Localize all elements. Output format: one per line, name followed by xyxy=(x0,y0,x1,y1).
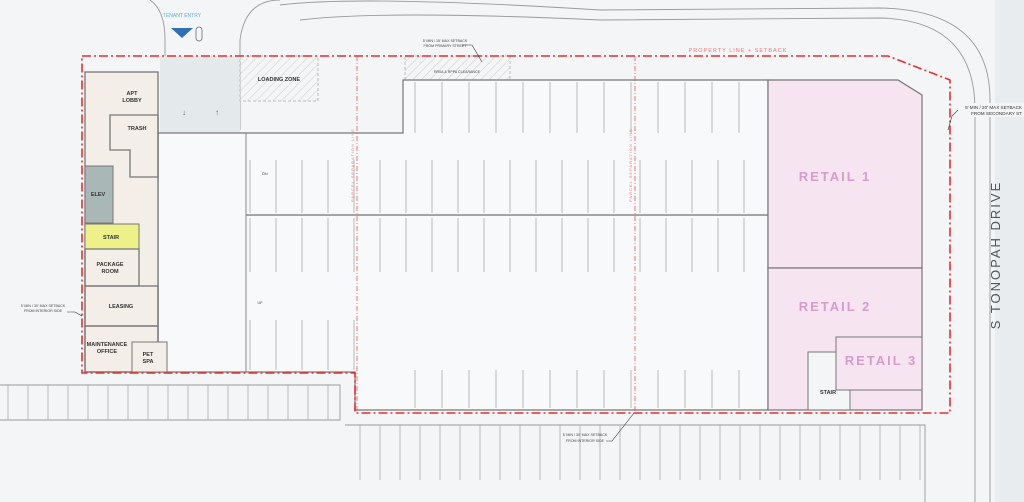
loading-zone xyxy=(239,55,319,102)
street-edge xyxy=(995,0,1024,502)
street-label: S TONOPAH DRIVE xyxy=(988,181,1003,329)
package-room-label-2: ROOM xyxy=(101,269,119,275)
parcel-line-label-2: PARCEL SEPARATION LINE xyxy=(628,128,633,202)
elev-label: ELEV xyxy=(91,192,106,198)
garage-stalls xyxy=(249,82,745,408)
apt-lobby-label-2: LOBBY xyxy=(122,98,142,104)
clearance-label: RR0A & RPPA CLEARANCE xyxy=(434,70,481,74)
tenant-entry-label: TENANT ENTRY xyxy=(163,13,202,19)
retail-3-label: RETAIL 3 xyxy=(845,353,918,368)
property-line xyxy=(81,55,951,414)
setback-interior-left-label-2: FROM INTERIOR SIDE xyxy=(24,309,63,313)
setback-interior-left-label: 5' MIN / 30' MAX SETBACK xyxy=(21,304,66,308)
retail-3 xyxy=(835,336,923,391)
ramp-up-label: UP xyxy=(258,301,264,305)
retail-2-label: RETAIL 2 xyxy=(799,299,872,314)
clearance-zone xyxy=(404,55,511,84)
tenant-entry-triangle-icon xyxy=(171,28,193,38)
setback-primary-label: 5' MIN / 15' MAX SETBACK xyxy=(423,39,468,43)
setback-secondary-label-bg xyxy=(955,103,1024,117)
leader-line xyxy=(947,109,959,131)
leader-line xyxy=(462,44,483,63)
setback-secondary-label-2: FROM SECONDARY ST xyxy=(971,111,1022,116)
bollard xyxy=(195,26,203,42)
retail-1-label: RETAIL 1 xyxy=(799,169,872,184)
roads xyxy=(0,0,991,502)
arrow-down-icon: ↓ xyxy=(182,108,186,117)
trash-label: TRASH xyxy=(128,126,147,132)
loading-zone-label: LOADING ZONE xyxy=(258,77,300,83)
apt-lobby-label: APT xyxy=(127,91,139,97)
outside-parking xyxy=(7,385,921,480)
stair xyxy=(84,223,140,250)
maintenance-office-label: MAINTENANCE xyxy=(87,342,128,348)
setback-interior-bottom-label-2: FROM INTERIOR SIDE xyxy=(566,439,605,443)
stair-label: STAIR xyxy=(103,235,119,241)
package-room-label: PACKAGE xyxy=(96,262,123,268)
entry-drive xyxy=(160,56,240,133)
retail-1 xyxy=(767,79,923,269)
parcel-line-label-1: PARCEL SEPARATION LINE xyxy=(350,128,355,202)
parking-garage xyxy=(157,79,769,411)
elevator xyxy=(84,165,114,224)
pet-spa-label: PET xyxy=(143,352,154,358)
leasing-label: LEASING xyxy=(109,304,133,310)
setback-primary-label-2: FROM PRIMARY STREET xyxy=(424,44,468,48)
arrow-up-icon: ↑ xyxy=(215,108,219,117)
setback-interior-bottom-label: 5' MIN / 30' MAX SETBACK xyxy=(563,433,608,437)
pet-spa-label-2: SPA xyxy=(143,359,154,365)
maintenance-office-label-2: OFFICE xyxy=(97,349,117,355)
retail-stair-label: STAIR xyxy=(820,390,836,396)
ramp-dn-label: DN xyxy=(262,172,268,176)
setback-secondary-label: 5' MIN / 20' MAX SETBACK xyxy=(965,105,1023,110)
leader-line xyxy=(67,311,83,317)
leader-line xyxy=(606,412,635,442)
property-line-label: PROPERTY LINE + SETBACK xyxy=(689,48,788,54)
amenity-building xyxy=(84,71,168,373)
